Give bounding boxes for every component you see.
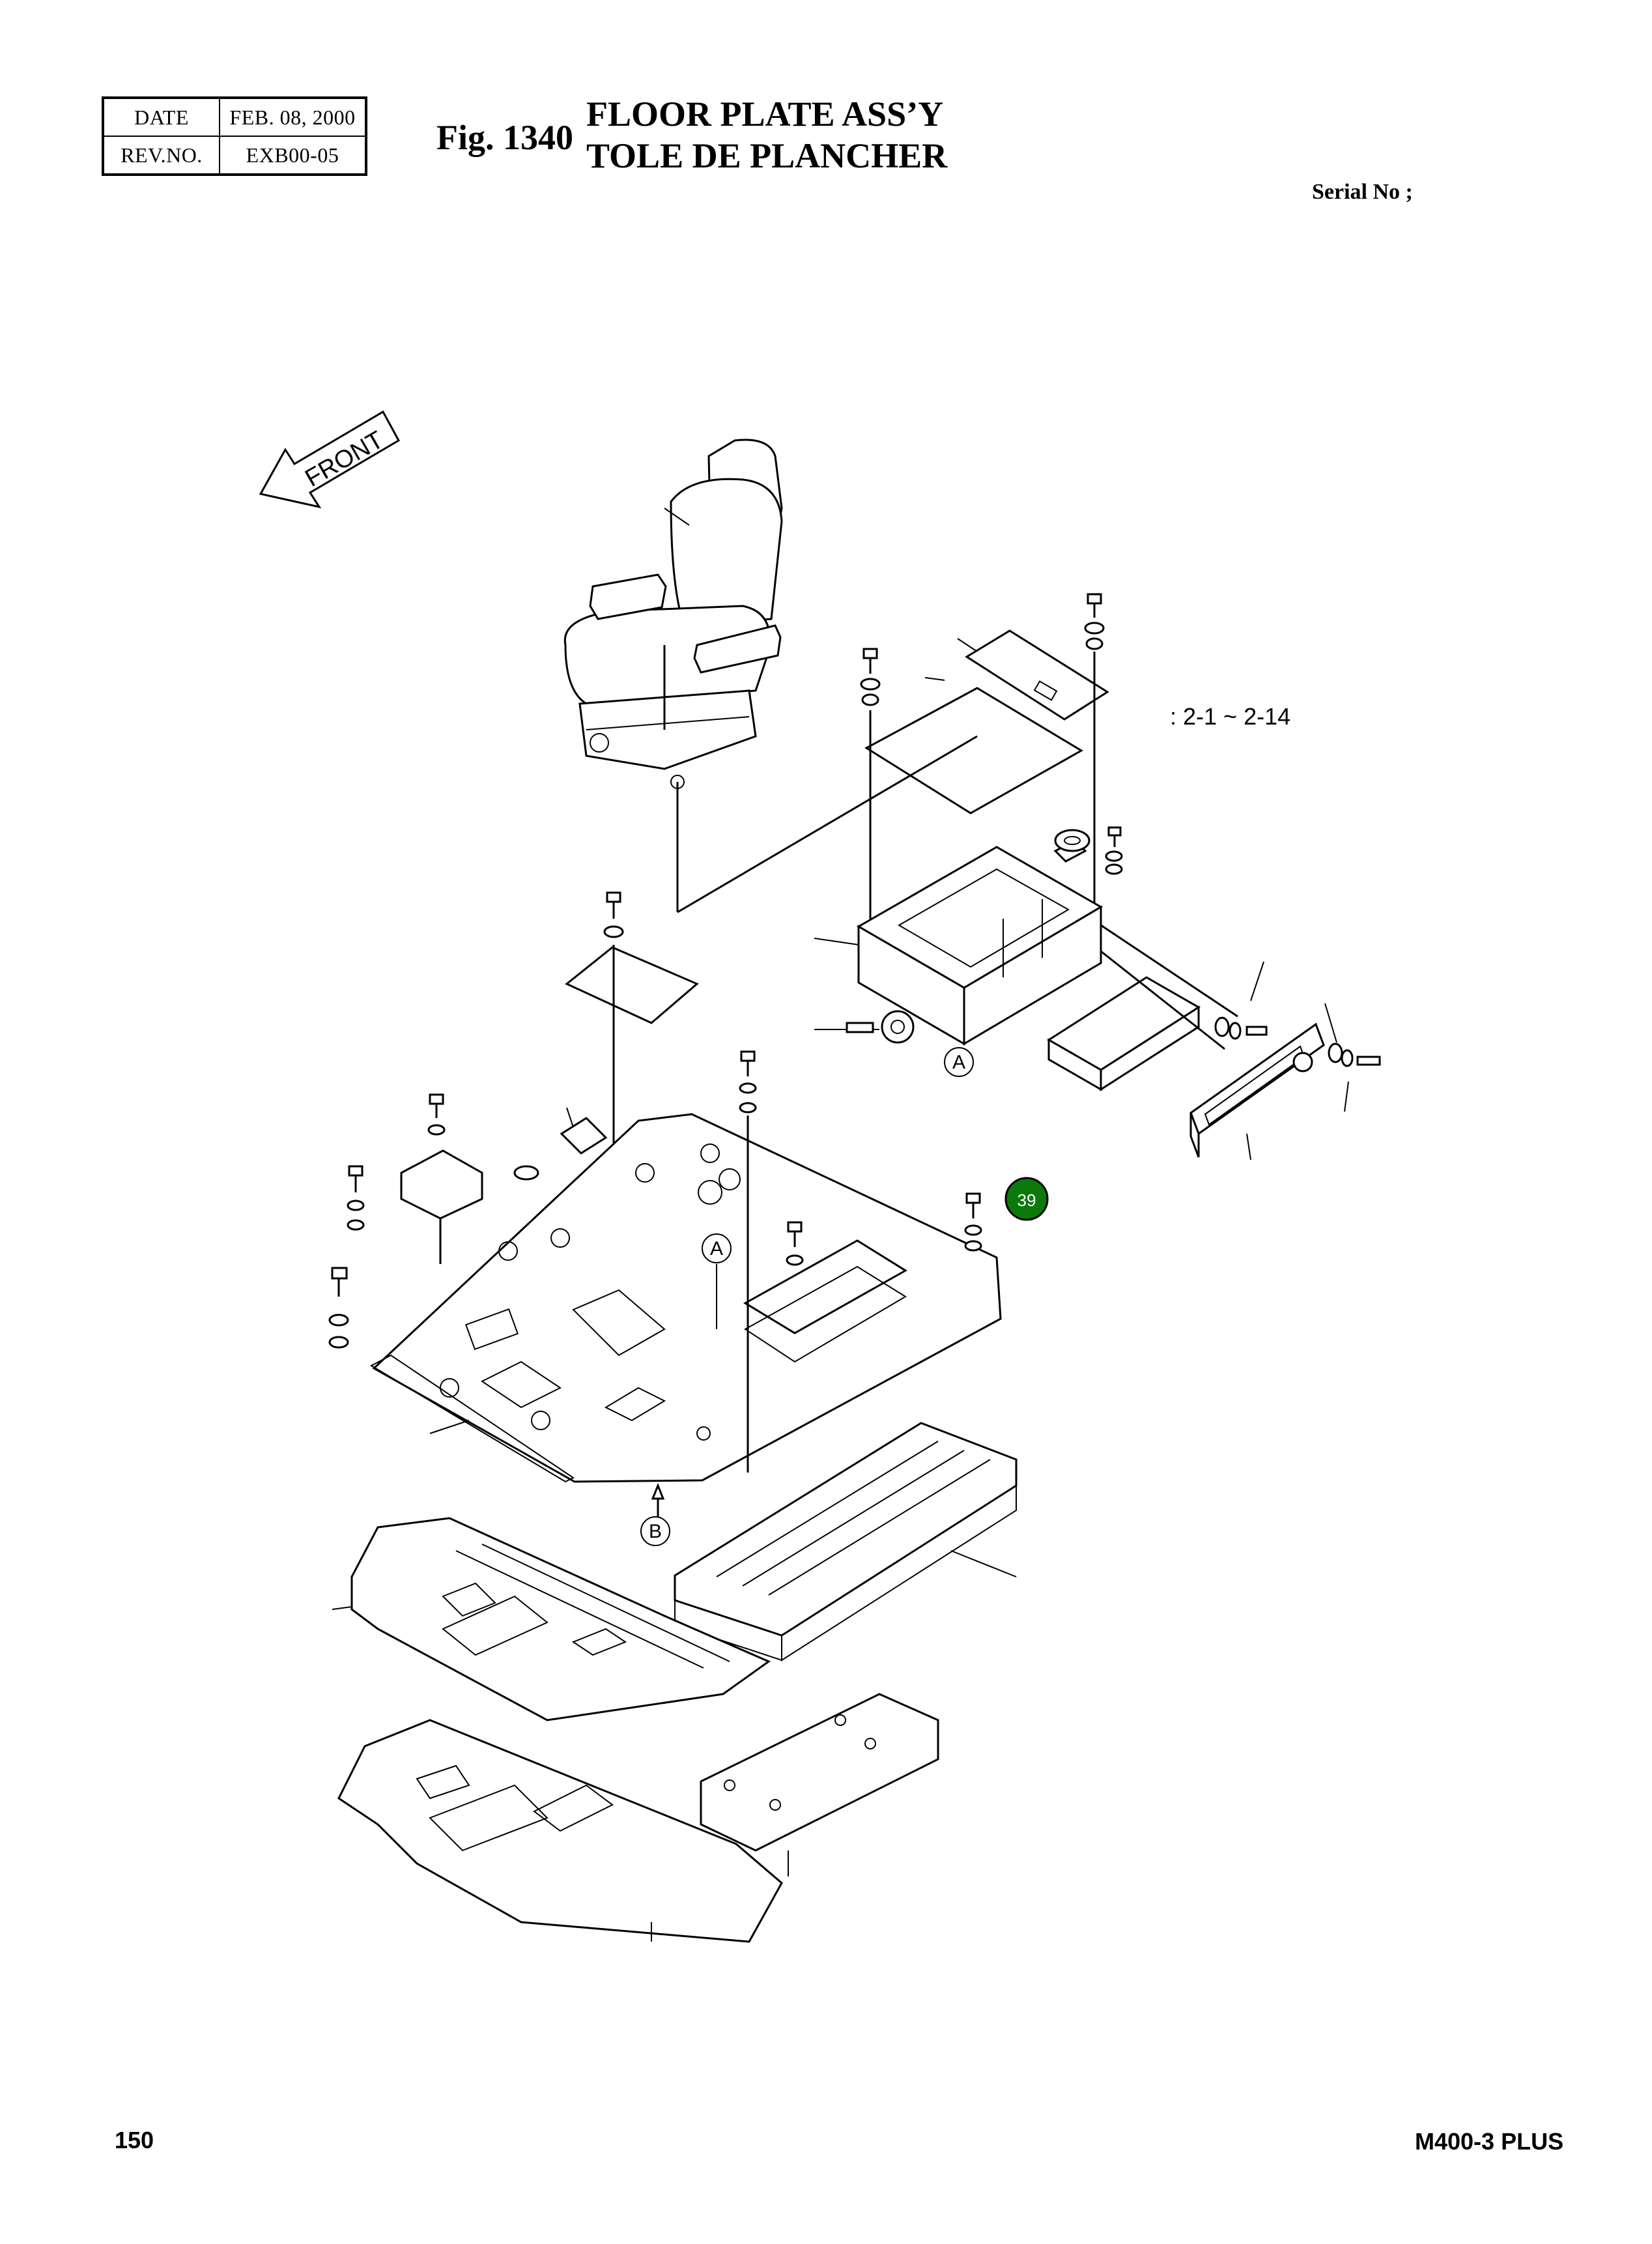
seat-box: A xyxy=(814,839,1103,1077)
ref-b: B xyxy=(649,1521,662,1542)
callout-39: 39 xyxy=(1004,1177,1049,1221)
grommet xyxy=(1054,826,1123,875)
floor-plate: A B xyxy=(369,1113,1002,1546)
serial-number-label: Serial No ; xyxy=(1312,180,1413,204)
rev-value: EXB00-05 xyxy=(219,136,367,175)
floor-mat-left xyxy=(332,1517,771,1721)
title-french: TOLE DE PLANCHER xyxy=(586,136,948,175)
battery-tray xyxy=(1047,924,1238,1091)
date-value: FEB. 08, 2000 xyxy=(219,97,367,137)
operator-seat xyxy=(563,439,783,912)
front-arrow-icon: FRONT xyxy=(259,410,401,509)
revision-info-table: DATE FEB. 08, 2000 REV.NO. EXB00-05 xyxy=(102,96,367,176)
fastener-group-right xyxy=(739,1050,982,1473)
ref-a-box: A xyxy=(952,1052,965,1073)
front-label: FRONT xyxy=(301,426,388,493)
range-note: : 2-1 ~ 2-14 xyxy=(1170,703,1290,730)
side-cover-panel xyxy=(1189,961,1381,1160)
page-number: 150 xyxy=(115,2127,154,2153)
access-cover xyxy=(565,891,699,1303)
date-label: DATE xyxy=(102,97,220,137)
ref-a-plate: A xyxy=(710,1238,723,1259)
fastener-group-left xyxy=(328,1093,608,1349)
callout-39-label: 39 xyxy=(1018,1190,1036,1210)
seat-mount-plate xyxy=(677,629,1109,913)
floor-mat-right xyxy=(674,1422,1018,1661)
floor-insulation-right xyxy=(700,1693,939,1877)
figure-number: Fig. 1340 xyxy=(436,118,573,157)
model-name: M400-3 PLUS xyxy=(1415,2128,1564,2155)
fastener-group-top xyxy=(860,593,1105,932)
floor-insulation-left xyxy=(337,1719,783,1943)
rev-label: REV.NO. xyxy=(102,136,220,175)
title-english: FLOOR PLATE ASS’Y xyxy=(586,94,944,134)
